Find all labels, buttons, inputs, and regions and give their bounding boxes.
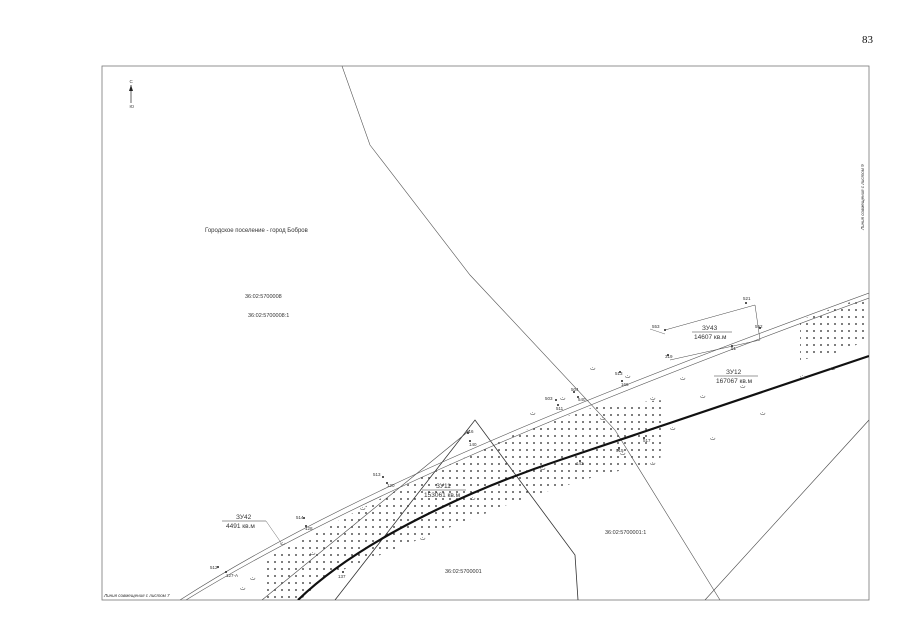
svg-text:14607 кв.м: 14607 кв.м [694, 334, 727, 341]
svg-text:ٺ: ٺ [830, 365, 836, 372]
svg-text:ٺ: ٺ [680, 375, 686, 382]
svg-text:ٺ: ٺ [590, 365, 596, 372]
road-corridor-inner [185, 297, 869, 600]
hatched-zone-east [800, 298, 869, 360]
svg-text:ЗУ43: ЗУ43 [702, 325, 718, 332]
point-label: 128 [305, 526, 313, 531]
svg-text:ٺ: ٺ [560, 395, 566, 402]
point-label: 513 [615, 371, 623, 376]
svg-text:ٺ: ٺ [310, 550, 316, 557]
point-label: 127-A [226, 573, 238, 578]
point-label: 511 [556, 406, 564, 411]
point-label: 166 [621, 382, 629, 387]
boundary-parcel-zu11-west [261, 429, 471, 600]
page-number: 83 [862, 34, 873, 46]
cadastral-parcel-main: 36:02:5700008:1 [248, 313, 289, 319]
cadastral-quarter-main: 36:02:5700008 [245, 294, 282, 300]
map-frame [101, 65, 870, 601]
svg-text:ٺ: ٺ [670, 425, 676, 432]
svg-text:ٺ: ٺ [240, 585, 246, 592]
point-label: 552 [755, 324, 763, 329]
svg-text:ٺ: ٺ [360, 505, 366, 512]
point-label: 515 [616, 448, 624, 453]
svg-text:ٺ: ٺ [530, 410, 536, 417]
svg-text:ٺ: ٺ [760, 410, 766, 417]
point-label: 319 [665, 354, 673, 359]
compass-south-label: Ю [130, 104, 135, 109]
svg-text:4491 кв.м: 4491 кв.м [226, 523, 255, 530]
point-label: 514 [296, 515, 304, 520]
svg-text:ٺ: ٺ [650, 460, 656, 467]
svg-text:ٺ: ٺ [710, 435, 716, 442]
compass-north-label: С [130, 79, 134, 84]
point-label: 512 [210, 565, 218, 570]
vegetation-symbols: ٺ ٺ ٺ ٺ ٺ ٺ ٺ ٺ ٺ ٺ ٺ ٺ ٺ ٺ ٺ ٺ ٺ ٺ ٺ ٺ ٺ ٺ ٺ ٺ [240, 365, 836, 592]
point-label: 517 [643, 438, 651, 443]
survey-points: 521 553 552 319 51 513 166 504 540 503 5… [210, 296, 763, 579]
matchline-right-label: Линия совмещения с листом 9 [860, 164, 865, 231]
svg-text:ٺ: ٺ [800, 373, 806, 380]
point-label: 143 [576, 461, 584, 466]
point-label: 137 [338, 574, 346, 579]
parcel-label-zu12: ЗУ12 167067 кв.м [714, 369, 758, 385]
point-label: 540 [578, 397, 586, 402]
svg-text:ٺ: ٺ [420, 535, 426, 542]
svg-text:ٺ: ٺ [470, 495, 476, 502]
point-label: 503 [545, 396, 553, 401]
point-label: 553 [652, 324, 660, 329]
svg-text:ٺ: ٺ [650, 395, 656, 402]
point-label: 504 [571, 387, 579, 392]
boundary-parcel-zu11 [334, 419, 579, 600]
point-label: 51 [731, 346, 737, 351]
svg-text:ٺ: ٺ [625, 373, 631, 380]
main-road-line [297, 354, 869, 600]
svg-text:ЗУ42: ЗУ42 [236, 514, 252, 521]
svg-text:ٺ: ٺ [620, 450, 626, 457]
parcel-label-zu42: ЗУ42 4491 кв.м [222, 514, 266, 530]
svg-text:ЗУ12: ЗУ12 [726, 369, 742, 376]
svg-text:ٺ: ٺ [700, 393, 706, 400]
boundary-zu43-box [664, 304, 761, 361]
svg-text:ٺ: ٺ [280, 540, 286, 547]
parcel-label-zu11: ЗУ11 153061 кв.м [422, 483, 466, 499]
svg-text:ٺ: ٺ [540, 465, 546, 472]
svg-text:153061 кв.м: 153061 кв.м [424, 492, 461, 499]
cadastral-quarter-bottom: 36:02:5700001 [445, 569, 482, 575]
svg-text:ٺ: ٺ [740, 383, 746, 390]
svg-text:ЗУ11: ЗУ11 [436, 483, 451, 490]
svg-text:167067 кв.м: 167067 кв.м [716, 378, 753, 385]
point-label: 140 [469, 442, 477, 447]
point-label: 516 [466, 429, 474, 434]
svg-text:ٺ: ٺ [600, 415, 606, 422]
point-label: 120 [387, 483, 395, 488]
north-arrow-icon: С Ю [129, 79, 135, 109]
parcel-label-zu43: ЗУ43 14607 кв.м [692, 325, 732, 341]
settlement-label: Городское поселение - город Бобров [205, 228, 308, 234]
cadastral-parcel-right: 36:02:5700001:1 [605, 530, 646, 536]
boundary-north [341, 66, 721, 600]
matchline-left-label: Линия совмещения с листом 7 [103, 593, 170, 598]
point-label: 513 [373, 472, 381, 477]
boundary-east-diagonal [704, 419, 869, 600]
point-label: 521 [743, 296, 751, 301]
svg-text:ٺ: ٺ [250, 575, 256, 582]
road-corridor-outer [179, 292, 869, 600]
